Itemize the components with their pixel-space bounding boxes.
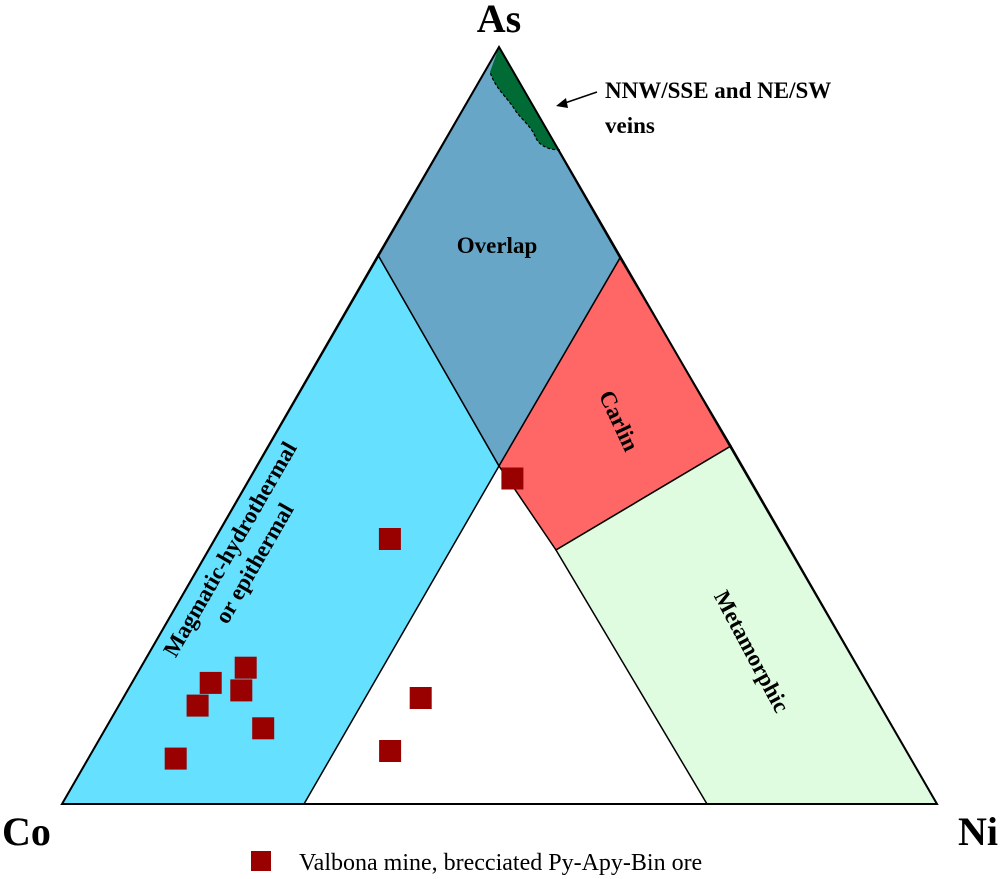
field-veins xyxy=(490,47,560,150)
data-point-9 xyxy=(409,687,432,709)
legend-marker xyxy=(251,851,271,871)
legend-label: Valbona mine, brecciated Py-Apy-Bin ore xyxy=(299,850,702,876)
data-point-5 xyxy=(230,679,253,702)
vertex-label-ni: Ni xyxy=(958,809,998,854)
vertex-label-as: As xyxy=(477,0,521,41)
data-point-10 xyxy=(379,740,402,762)
legend: Valbona mine, brecciated Py-Apy-Bin ore xyxy=(251,850,702,876)
data-point-3 xyxy=(234,656,257,679)
data-point-7 xyxy=(252,717,275,740)
data-point-2 xyxy=(378,528,401,550)
label-overlap: Overlap xyxy=(457,233,538,258)
ternary-outline xyxy=(60,45,939,805)
data-point-4 xyxy=(199,671,222,694)
annotation-veins-line1: NNW/SSE and NE/SW xyxy=(605,78,831,103)
veins-boundary xyxy=(489,71,561,151)
annotation-arrow-line xyxy=(561,91,598,105)
vertex-label-co: Co xyxy=(2,809,51,854)
data-point-6 xyxy=(186,694,209,717)
data-points xyxy=(164,467,524,770)
data-point-1 xyxy=(501,467,524,490)
annotation-veins-line2: veins xyxy=(605,113,655,138)
annotation-arrowhead xyxy=(556,98,568,108)
data-point-8 xyxy=(164,747,187,770)
